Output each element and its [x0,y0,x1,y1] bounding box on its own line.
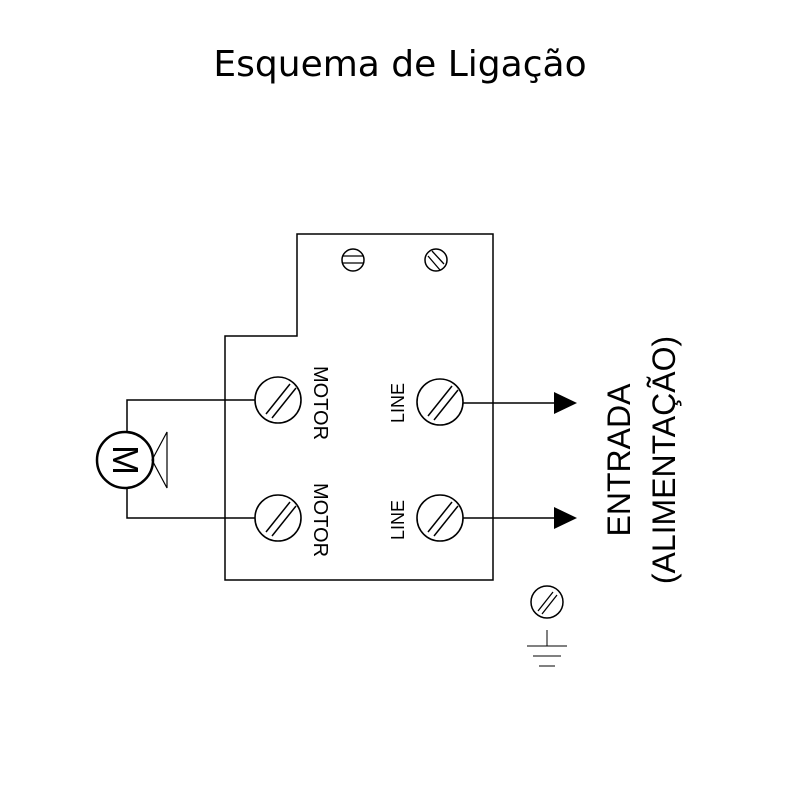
mounting-screw-left [341,248,365,272]
terminal-block-outline [224,233,494,581]
input-label-line2: (ALIMENTAÇÃO) [646,336,682,584]
motor-wire-bottom [126,488,255,519]
motor-top-label: MOTOR [309,366,331,440]
arrow-top-icon [554,392,577,414]
line-bottom-label: LINE [388,500,408,540]
terminal-screw-line-bottom [416,494,464,542]
motor-symbol: M [95,430,168,490]
ground-icon [527,630,567,667]
input-label-line1: ENTRADA [601,383,637,537]
terminal-screw-line-top [416,378,464,426]
motor-shaft-icon [151,431,168,489]
line-top-label: LINE [388,383,408,423]
ground-screw [530,585,564,619]
terminal-screw-motor-bottom [254,494,302,542]
motor-letter: M [105,445,146,475]
motor-bottom-label: MOTOR [309,483,331,557]
arrow-bottom-icon [554,507,577,529]
terminal-screw-motor-top [254,376,302,424]
motor-wire-top [126,399,255,432]
page-title: Esquema de Ligação [213,44,587,85]
mounting-screw-right [424,248,448,272]
